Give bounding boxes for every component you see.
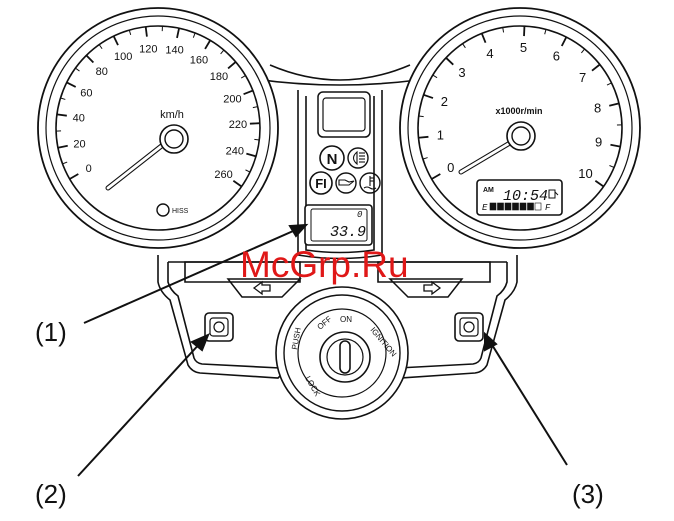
speedometer-tick-label: 180 xyxy=(210,71,228,83)
fuel-bar-segment xyxy=(535,203,541,210)
tachometer-tick-label: 6 xyxy=(553,49,560,64)
neutral-indicator: N xyxy=(327,151,338,168)
upper-indicator-window xyxy=(318,92,370,137)
clock-ampm: AM xyxy=(483,187,494,194)
hiss-label: HISS xyxy=(172,208,189,215)
speedometer-tick-mark xyxy=(146,27,147,37)
callout-2-arrow xyxy=(192,335,208,350)
callout-1: (1) xyxy=(35,317,67,347)
speedometer-tick-label: 100 xyxy=(114,51,132,63)
speedometer-tick-label: 160 xyxy=(190,54,208,66)
clock-time: 10:54 xyxy=(503,188,548,205)
speedometer-tick-label: 220 xyxy=(229,119,247,131)
tachometer-tick-label: 9 xyxy=(595,135,602,150)
right-set-button[interactable] xyxy=(455,313,483,341)
fi-indicator: FI xyxy=(315,176,327,191)
tachometer-unit: x1000r/min xyxy=(495,106,542,116)
watermark: McGrp.Ru xyxy=(240,244,409,285)
high-beam-icon xyxy=(354,152,366,164)
tachometer-tick-label: 2 xyxy=(441,94,448,109)
fuel-gauge-bars xyxy=(490,203,541,210)
tachometer-tick-label: 8 xyxy=(594,101,601,116)
callout-3-leader xyxy=(489,340,567,465)
callout-1-arrow xyxy=(290,225,306,236)
fuel-bar-segment xyxy=(505,203,511,210)
tachometer-tick-label: 10 xyxy=(578,166,592,181)
odometer-display: 0 33.9 xyxy=(305,205,372,245)
left-select-button[interactable] xyxy=(205,313,233,341)
fuel-bar-segment xyxy=(520,203,526,210)
speedometer-tick-label: 140 xyxy=(165,45,183,57)
key-slot[interactable] xyxy=(340,341,350,373)
clock-fuel-display: AM 10:54 E F xyxy=(477,180,562,215)
ignition-switch[interactable]: OFF ON IGNITION LOCK PUSH xyxy=(276,287,408,419)
fuel-full-label: F xyxy=(545,203,551,213)
tachometer-tick-label: 5 xyxy=(520,40,527,55)
speedometer-tick-label: 20 xyxy=(73,138,85,150)
speedometer-tick-mark xyxy=(254,139,259,140)
tachometer-tick-label: 0 xyxy=(447,160,454,175)
odometer-mode: 0 xyxy=(357,210,363,220)
speedometer-tick-label: 80 xyxy=(96,66,108,78)
speedometer-tick-label: 60 xyxy=(80,87,92,99)
fuel-bar-segment xyxy=(498,203,504,210)
tachometer-tick-label: 4 xyxy=(486,46,493,61)
indicator-lamps: N FI xyxy=(310,146,380,194)
callout-2-leader xyxy=(78,340,203,476)
fuel-bar-segment xyxy=(528,203,534,210)
speedometer-tick-label: 260 xyxy=(214,169,232,181)
ignition-on-label: ON xyxy=(340,315,352,324)
oil-pressure-icon xyxy=(339,180,354,185)
odometer-value: 33.9 xyxy=(330,224,366,241)
fuel-bar-segment xyxy=(513,203,519,210)
speedometer-tick-label: 0 xyxy=(86,163,92,175)
speedometer-tick-label: 240 xyxy=(226,145,244,157)
fuel-bar-segment xyxy=(490,203,496,210)
tachometer-tick-label: 3 xyxy=(458,65,465,80)
tachometer-tick-mark xyxy=(418,137,428,138)
callout-2: (2) xyxy=(35,479,67,509)
speedometer-tick-label: 120 xyxy=(139,44,157,56)
tachometer-tick-label: 7 xyxy=(579,70,586,85)
speedometer-tick-label: 40 xyxy=(73,112,85,124)
fuel-empty-label: E xyxy=(482,203,488,213)
tachometer-tick-mark xyxy=(419,116,424,117)
callout-3: (3) xyxy=(572,479,604,509)
speedometer-tick-label: 200 xyxy=(223,94,241,106)
speedometer-unit: km/h xyxy=(160,109,184,121)
tachometer-tick-label: 1 xyxy=(437,128,444,143)
